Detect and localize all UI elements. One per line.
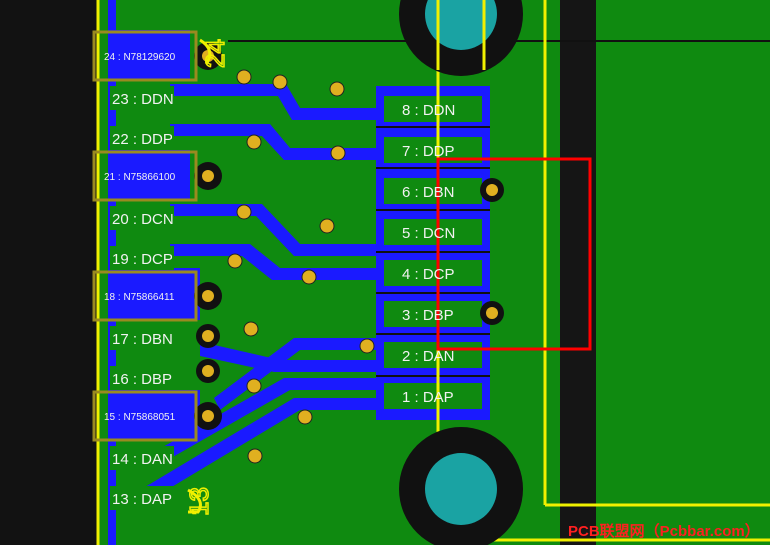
net-label: 15 : N75868051 xyxy=(104,412,176,423)
right-pin-label: 3 : DBP xyxy=(402,307,454,324)
net-label: 18 : N75866411 xyxy=(104,292,175,303)
left-pin-label: 14 : DAN xyxy=(112,451,173,468)
net-label-boxes xyxy=(92,30,198,442)
net-label: 24 : N78129620 xyxy=(104,52,176,63)
silk-number-bottom: 13 xyxy=(184,487,214,516)
right-pin-label: 7 : DDP xyxy=(402,143,455,160)
left-pin-pads xyxy=(110,86,174,510)
board-edge-left xyxy=(0,0,98,545)
right-pin-label: 1 : DAP xyxy=(402,389,454,406)
vias xyxy=(194,42,504,464)
right-pin-label: 2 : DAN xyxy=(402,348,455,365)
left-pin-label: 23 : DDN xyxy=(112,91,174,108)
left-pin-label: 22 : DDP xyxy=(112,131,173,148)
left-pin-label: 20 : DCN xyxy=(112,211,174,228)
silk-number-top: 24 xyxy=(200,39,230,68)
clearance-lines xyxy=(228,40,770,377)
left-pin-label: 17 : DBN xyxy=(112,331,173,348)
right-pin-label: 4 : DCP xyxy=(402,266,455,283)
left-pin-label: 19 : DCP xyxy=(112,251,173,268)
watermark-text: PCB联盟网（Pcbbar.com） xyxy=(568,522,760,540)
mounting-holes xyxy=(399,0,523,545)
highlight-box xyxy=(436,157,592,351)
right-pin-pads xyxy=(384,96,482,409)
net-label: 21 : N75866100 xyxy=(104,172,176,183)
right-pin-label: 6 : DBN xyxy=(402,184,455,201)
right-pin-label: 5 : DCN xyxy=(402,225,455,242)
right-pin-label: 8 : DDN xyxy=(402,102,455,119)
left-pin-label: 13 : DAP xyxy=(112,491,172,508)
left-pin-label: 16 : DBP xyxy=(112,371,172,388)
